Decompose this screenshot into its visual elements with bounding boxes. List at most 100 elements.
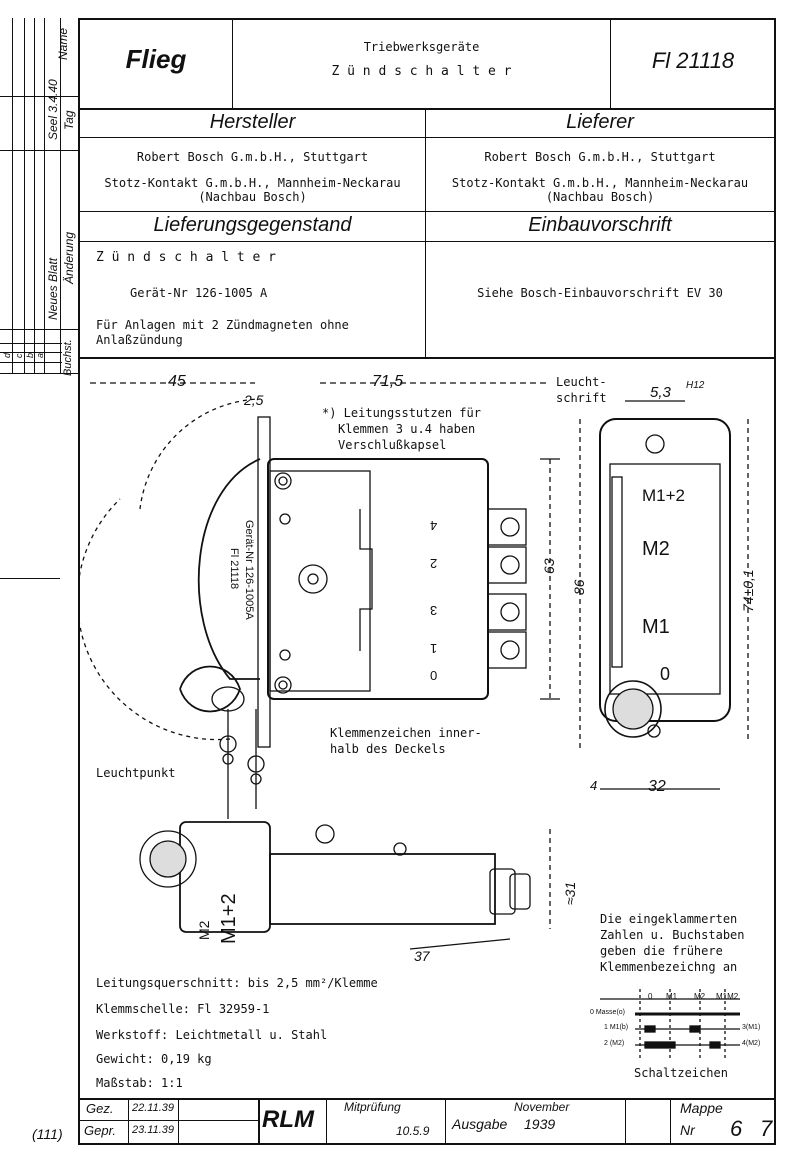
schalt-top-m2: M2 <box>694 992 706 1001</box>
row2-bottom <box>78 211 776 212</box>
header-left-title: Flieg <box>125 44 187 74</box>
schalt-left-2: 2 (M2) <box>604 1040 625 1047</box>
spec-line1: Leitungsquerschnitt: bis 2,5 mm²/Klemme <box>96 976 378 990</box>
hersteller-line3: (Nachbau Bosch) <box>198 190 307 204</box>
dim-2-5: 2,5 <box>244 392 264 408</box>
terminal-mark-3: 3 <box>430 603 438 618</box>
dim-63: 63 <box>541 558 557 574</box>
side-line-i <box>0 362 62 363</box>
footer-mit-date: 10.5.9 <box>396 1124 430 1138</box>
footer-v2 <box>178 1098 179 1144</box>
liefer-line2: Gerät-Nr 126-1005 A <box>130 286 268 300</box>
side-label-m12: M1+2 <box>218 893 240 944</box>
footer-v3 <box>258 1098 260 1144</box>
mid-divider <box>425 108 426 358</box>
side-label-m2: M2 <box>196 920 212 940</box>
footer-mappe-last: 7 <box>760 1116 773 1141</box>
schalt-top-m1m2: M1M2 <box>716 992 739 1001</box>
note-line1: *) Leitungsstutzen für <box>322 406 481 420</box>
front-label-m1: M1 <box>642 616 670 638</box>
terminal-mark-0: 0 <box>430 668 438 683</box>
front-label-m12: M1+2 <box>642 486 685 505</box>
dim-86: 86 <box>571 579 587 595</box>
side-line-h <box>0 352 62 353</box>
lieferer-line1: Robert Bosch G.m.b.H., Stuttgart <box>484 150 716 164</box>
sidebar-letter-c: c <box>14 353 24 359</box>
header-div2 <box>610 18 611 109</box>
hersteller-title: Hersteller <box>209 111 296 133</box>
spec-line4: Gewicht: 0,19 kg <box>96 1052 212 1066</box>
lieferer-title: Lieferer <box>566 111 634 133</box>
spec-line2: Klemmschelle: Fl 32959-1 <box>96 1002 270 1016</box>
footer-ausgabe: Ausgabe <box>452 1116 508 1132</box>
front-label-0: 0 <box>660 664 671 684</box>
dim-45: 45 <box>168 373 186 390</box>
side-line-c <box>0 96 80 97</box>
footer-v5 <box>445 1098 446 1144</box>
schalt-left-0: 0 Masse(o) <box>590 1009 626 1016</box>
lieferer-line2: Stotz-Kontakt G.m.b.H., Mannheim-Neckara… <box>451 176 749 190</box>
dim-37: 37 <box>414 948 430 964</box>
liefer-line1: Z ü n d s c h a l t e r <box>96 250 277 265</box>
frame-right <box>774 18 776 1145</box>
liefer-title: Lieferungsgegenstand <box>153 214 352 236</box>
klemmen-note-line2: halb des Deckels <box>330 742 446 756</box>
note-line3: Verschlußkapsel <box>338 438 447 452</box>
sidebar-aenderung-label: Änderung <box>62 231 76 284</box>
footer-gepr: Gepr. <box>84 1123 117 1138</box>
footer-gez: Gez. <box>86 1101 114 1116</box>
frame-top <box>78 18 776 20</box>
sidebar-letter-b: b <box>25 352 35 358</box>
leuchtschrift-line2: schrift <box>556 391 607 405</box>
header-right-number: Fl 21118 <box>651 48 735 73</box>
footer-v1 <box>128 1098 129 1144</box>
terminal-mark-2: 2 <box>430 556 438 571</box>
sidebar-buchst-label: Buchst. <box>62 339 74 376</box>
device-label-line2: Fl 21118 <box>228 548 240 590</box>
header-bottom <box>78 108 776 110</box>
liefer-line3: Für Anlagen mit 2 Zündmagneten ohne <box>96 318 349 332</box>
sidebar-neues-blatt-label: Neues Blatt <box>46 257 60 320</box>
header-div1 <box>232 18 233 109</box>
row4-bottom <box>78 357 776 359</box>
footer-v7 <box>670 1098 671 1144</box>
footer-mappe-nr: Nr <box>680 1122 695 1138</box>
sidebar-handwritten: Seel 3.4.40 <box>46 79 60 140</box>
frame-bottom <box>78 1143 776 1145</box>
einbau-line: Siehe Bosch-Einbauvorschrift EV 30 <box>477 286 723 300</box>
dim-31: ≈31 <box>562 881 578 905</box>
right-note-line1: Die eingeklammerten <box>600 912 738 926</box>
lieferer-line3: (Nachbau Bosch) <box>545 190 655 204</box>
footer-gez-date: 22.11.39 <box>132 1102 175 1114</box>
footer-page-code: (111) <box>32 1126 63 1142</box>
note-line2: Klemmen 3 u.4 haben <box>338 422 476 436</box>
footer-top <box>78 1098 776 1100</box>
hersteller-line2: Stotz-Kontakt G.m.b.H., Mannheim-Neckara… <box>104 176 401 190</box>
klemmen-note-line1: Klemmenzeichen inner- <box>330 726 482 740</box>
schalt-top-m1: M1 <box>666 992 678 1001</box>
dim-71-5: 71,5 <box>372 373 404 390</box>
side-line-g <box>0 343 62 344</box>
side-line-a <box>60 18 61 373</box>
footer-gepr-date: 23.11.39 <box>132 1124 175 1136</box>
footer-mappe: Mappe <box>680 1100 723 1116</box>
side-line-d <box>0 150 80 151</box>
dim-74: 74±0,1 <box>740 569 756 612</box>
hersteller-line1: Robert Bosch G.m.b.H., Stuttgart <box>136 150 369 164</box>
sidebar-tag-label: Tag <box>62 110 76 130</box>
dim-5-3: 5,3 <box>650 384 671 401</box>
dim-h12: H12 <box>686 380 705 391</box>
leuchtschrift-line1: Leucht- <box>556 375 607 389</box>
einbau-title: Einbauvorschrift <box>528 214 672 236</box>
schalt-right-3: 3(M1) <box>742 1024 761 1031</box>
spec-line5: Maßstab: 1:1 <box>96 1076 183 1090</box>
footer-rlm: RLM <box>262 1106 314 1133</box>
footer-mitpruefung: Mitprüfung <box>344 1100 401 1114</box>
header-center-line1: Triebwerksgeräte <box>363 40 480 54</box>
right-note-line3: geben die frühere <box>600 944 723 958</box>
footer-ausgabe-month: November <box>514 1100 570 1114</box>
sidebar-letter-d: d <box>2 352 12 358</box>
footer-v6 <box>625 1098 626 1144</box>
right-note-line2: Zahlen u. Buchstaben <box>600 928 745 942</box>
side-v1 <box>12 18 13 373</box>
